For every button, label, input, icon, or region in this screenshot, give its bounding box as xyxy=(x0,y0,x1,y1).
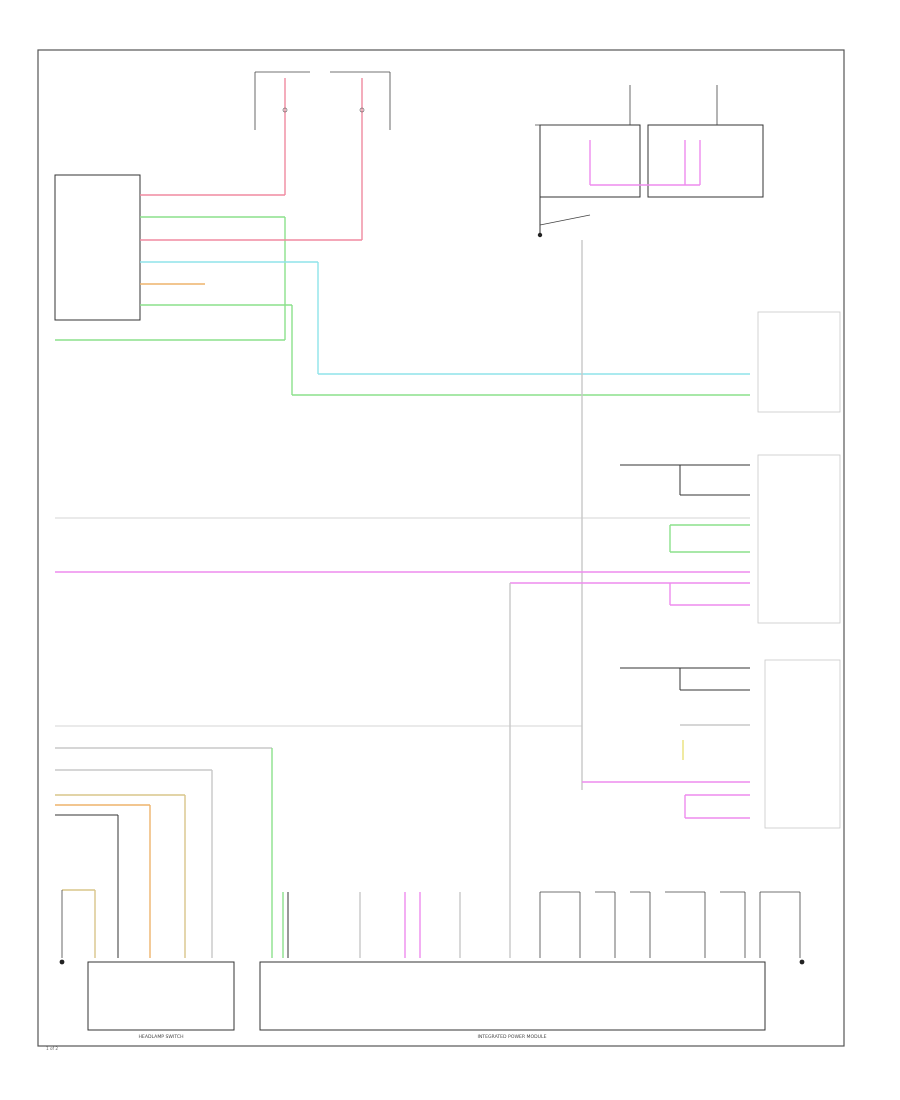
right-connector-3 xyxy=(764,659,841,829)
ground-point-symbol xyxy=(799,959,805,965)
page-corner-tag: 1 of 2 xyxy=(46,1046,58,1051)
right-connector-2 xyxy=(757,454,841,624)
right-connector-wires xyxy=(582,464,750,819)
integrated-power-module-box xyxy=(259,961,766,1031)
module-pin-wires xyxy=(55,194,750,396)
fuse-symbol xyxy=(282,107,288,113)
fuse-feed-section xyxy=(254,71,391,240)
module-feed-wires xyxy=(282,891,801,958)
integrated-power-module-caption: INTEGRATED POWER MODULE xyxy=(478,1034,547,1040)
headlamp-switch-caption: HEADLAMP SWITCH xyxy=(138,1034,183,1040)
diagram-frame xyxy=(37,49,845,1047)
ground-point-symbol xyxy=(59,959,65,965)
fuse-symbol xyxy=(359,107,365,113)
ground-point-symbol xyxy=(537,232,543,238)
headlamp-switch-wires xyxy=(55,747,273,958)
body-control-module-box xyxy=(54,174,141,321)
headlamp-switch-box xyxy=(87,961,235,1031)
right-connector-1 xyxy=(757,311,841,413)
middle-harness-wires xyxy=(55,517,750,958)
lamp-socket-section xyxy=(535,85,764,790)
